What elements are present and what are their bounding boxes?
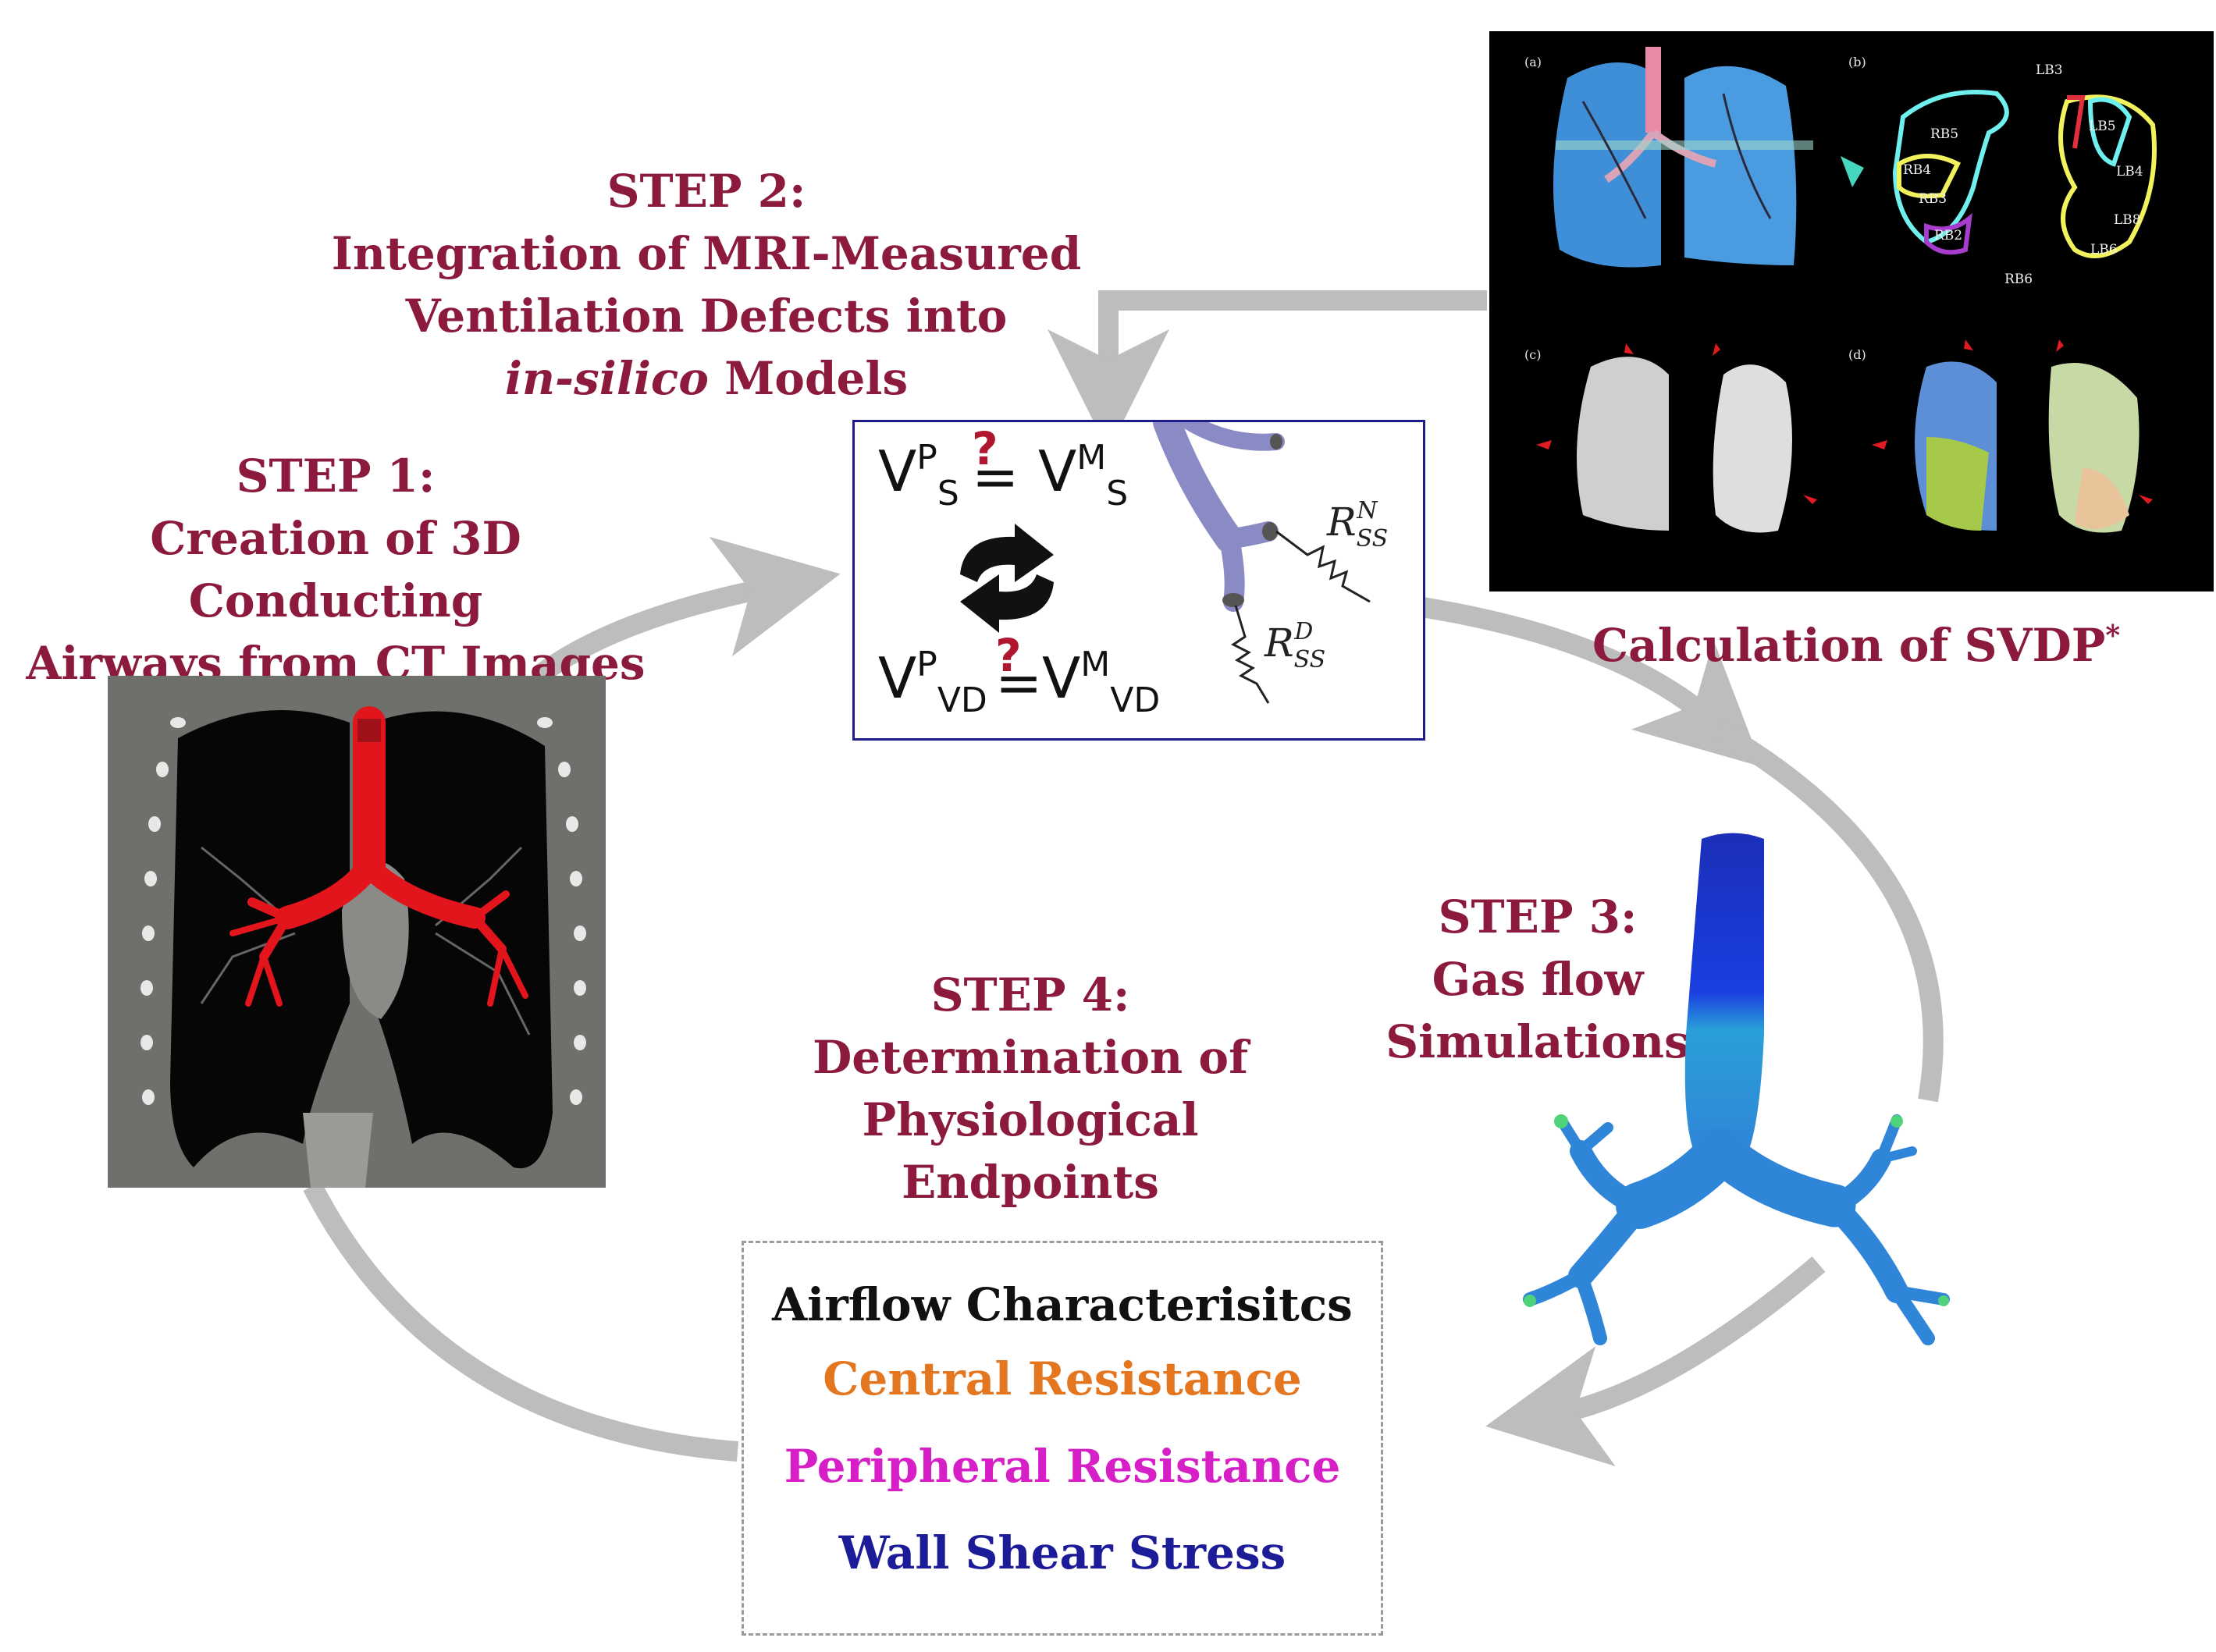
arrow-step1-to-step2 (532, 536, 841, 684)
rib-markers (141, 717, 586, 1105)
segment-lb5: LB5 (2089, 119, 2116, 134)
step1-text: STEP 1: Creation of 3D Conducting Airway… (0, 445, 671, 695)
mri-lung-3d (1553, 47, 1813, 268)
arc-left (303, 1181, 739, 1462)
arc-right (1712, 720, 1944, 1103)
eq-top-left: VPS (878, 438, 959, 513)
ct-right-lung (170, 710, 350, 1167)
mri-segmentation-panel: (a) (b) (c) (d) RB5 RB4 RB3 RB2 RB6 LB3 … (1489, 31, 2214, 592)
arrow-step3-to-endpoints (1485, 1256, 1826, 1467)
step3-title: STEP 3: (1438, 890, 1638, 943)
eq-question-top: ? (972, 422, 998, 475)
eq-sup-m2: M (1080, 645, 1111, 684)
endpoint-airflow: Airflow Characterisitcs (772, 1278, 1353, 1331)
step2-line3-rest: Models (708, 352, 909, 405)
refresh-icon (960, 524, 1054, 633)
segment-rb3: RB3 (1919, 191, 1947, 207)
segment-lb4: LB4 (2116, 164, 2143, 179)
eq-sup-p2: P (916, 645, 937, 684)
endpoint-peripheral-resistance: Peripheral Resistance (784, 1440, 1341, 1493)
airway-resistance-schematic: RSSN RSSD (1153, 422, 1388, 704)
eq-v-pvd: V (878, 645, 917, 711)
gas-flow-airway-model (1523, 833, 1950, 1345)
endpoint-wall-shear-stress: Wall Shear Stress (838, 1526, 1286, 1579)
eq-question-bottom: ? (995, 629, 1022, 682)
segment-lb6: LB6 (2090, 242, 2118, 258)
mri-grayscale (1536, 343, 1817, 533)
segment-lb8: LB8 (2114, 212, 2141, 228)
step1-title: STEP 1: (236, 449, 436, 503)
r-d-label: RSSD (1264, 618, 1325, 673)
segment-rb6: RB6 (2004, 272, 2033, 287)
mri-colored (1872, 339, 2153, 533)
eq-v-ms: V (1038, 439, 1077, 504)
eq-equals-bottom: = (995, 650, 1043, 716)
eq-top-right: VMS (1038, 438, 1128, 513)
mri-image (1536, 47, 2157, 533)
step2-line3-italic: in-silico (504, 352, 709, 405)
ct-left-lung (373, 711, 553, 1169)
eq-bottom-left: VPVD (878, 645, 987, 720)
eq-sub-vd2: VD (1110, 680, 1161, 720)
ct-image (108, 676, 606, 1188)
eq-equals-top: = (972, 444, 1019, 510)
eq-sup-m: M (1076, 438, 1107, 478)
svdp-label-text: Calculation of SVDP* (1592, 619, 2120, 672)
step2-title: STEP 2: (606, 165, 806, 218)
step4-line3: Endpoints (902, 1156, 1159, 1209)
mri-segment-outlines (1892, 90, 2157, 258)
eq-bottom-right: VMVD (1042, 645, 1160, 720)
step4-line1: Determination of (812, 1031, 1249, 1084)
step4-line2: Physiological (862, 1093, 1199, 1146)
step2-line2: Ventilation Defects into (405, 290, 1008, 343)
svdp-label: Calculation of SVDP* (1592, 605, 2139, 677)
svdp-text: Calculation of SVDP (1592, 619, 2106, 673)
segment-rb4: RB4 (1903, 162, 1932, 178)
ct-airway-tree (229, 706, 528, 1007)
step3-line1: Gas flow (1432, 953, 1644, 1006)
step4-title: STEP 4: (930, 968, 1130, 1021)
segment-lb3: LB3 (2036, 62, 2063, 78)
eq-sub-s: S (937, 474, 959, 513)
eq-sub-vd: VD (937, 680, 987, 720)
step3-text: STEP 3: Gas flow Simulations (1358, 886, 1717, 1073)
svdp-asterisk: * (2105, 620, 2121, 652)
eq-v-ps: V (878, 439, 917, 504)
step2-line3: in-silico Models (312, 347, 1101, 410)
endpoints-box: Airflow Characterisitcs Central Resistan… (742, 1241, 1383, 1636)
mri-label-a: (a) (1524, 55, 1542, 69)
mri-label-c: (c) (1524, 347, 1542, 362)
mri-label-d: (d) (1848, 347, 1866, 362)
step3-line2: Simulations (1385, 1015, 1690, 1068)
segment-rb5: RB5 (1930, 126, 1959, 142)
eq-sub-s2: S (1106, 474, 1129, 513)
step2-text: STEP 2: Integration of MRI-Measured Vent… (312, 160, 1101, 410)
ct-image-panel (108, 676, 606, 1188)
eq-sup-p: P (916, 438, 937, 478)
step1-line1: Creation of 3D Conducting (150, 512, 521, 627)
mri-label-b: (b) (1848, 55, 1866, 69)
step2-line1: Integration of MRI-Measured (331, 227, 1082, 280)
arrow-mri-to-equation (1048, 290, 1487, 451)
equation-panel: VPS ? = VMS VPVD ? = VMVD RSSN RSSD (852, 420, 1425, 741)
step4-text: STEP 4: Determination of Physiological E… (781, 964, 1280, 1213)
endpoint-central-resistance: Central Resistance (823, 1352, 1302, 1405)
arrow-equation-to-step3 (1420, 597, 1762, 767)
r-n-label: RSSN (1326, 497, 1388, 552)
eq-v-mvd: V (1042, 645, 1081, 711)
segment-rb2: RB2 (1934, 228, 1963, 243)
